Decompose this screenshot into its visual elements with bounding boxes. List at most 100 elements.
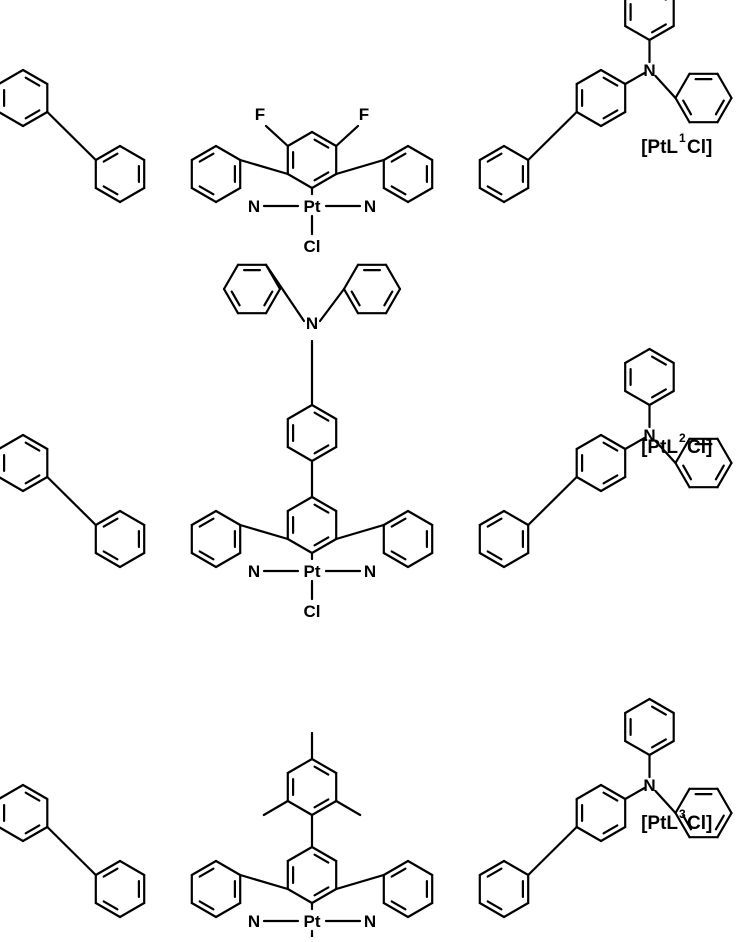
cpd2-central-ring-bond — [310, 537, 338, 555]
cpd3-right-phenyl-side-double-bond — [714, 814, 725, 831]
cpd3-mesityl-bond — [310, 799, 338, 817]
cpd1-pyridine-left-bond — [214, 144, 242, 162]
cpd2-left-phenylene-bond — [21, 475, 49, 493]
cpd1-left-pyridine-bond — [94, 144, 122, 162]
compound-label-1: [PtL 1 Cl] — [641, 131, 712, 158]
cpd2-right-phenyl-up-bond — [648, 347, 675, 365]
cpd2-top-amine-n: N — [306, 314, 318, 333]
cpd3-left-pyridine-bond — [118, 859, 146, 877]
cpd1-left-pyridine-double-bond — [102, 185, 119, 196]
cpd1-right-phenyl-up-bond — [648, 24, 675, 42]
cpd3-right-pyridine-bond — [502, 901, 530, 919]
cpd1-pyridine-right-bond — [382, 186, 410, 204]
cpd3-right-pyridine-bond — [478, 901, 506, 919]
cpd2-left-phenylene-bond — [21, 433, 49, 451]
cpd2-central-ring-bond — [286, 537, 314, 555]
cpd2-right-amine-n: N — [643, 426, 655, 445]
cpd1-right-phenyl-side-bond — [716, 72, 733, 100]
cpd2-top-phenyl-left-bond — [222, 263, 240, 291]
cpd2-pyridine-left-bond — [214, 509, 242, 527]
cpd3-right-phenyl-up-bond — [624, 739, 651, 757]
cpd1-left-pyridine-double-bond — [102, 152, 119, 163]
cpd1-right-phenyl-up-double-bond — [650, 23, 667, 34]
cpd3-central-ring-bond — [286, 887, 314, 905]
cpd3-central-ring-bond — [286, 845, 314, 863]
cpd3-left-pyridine-double-bond — [102, 867, 119, 878]
cpd3-right-pyridine-bond — [502, 859, 530, 877]
cpd2-left-pyridine-bond — [94, 551, 122, 569]
cpd3-left-phenylene-bond — [0, 783, 25, 800]
cpd3-right-phenylene-double-bond — [602, 824, 619, 835]
svg-text:[PtL: [PtL — [641, 813, 678, 834]
svg-text:3: 3 — [679, 807, 686, 821]
cpd3-right-phenylene-bond — [599, 783, 627, 801]
cpd2-left-biaryl-bond — [46, 475, 97, 527]
cpd2-left-phenylene-bond — [0, 433, 25, 450]
cpd2-right-phenyl-side-double-bond — [714, 464, 725, 481]
cpd2-top-phenyl-right-double-bond — [350, 290, 361, 307]
cpd2-left-pyridine-bond — [118, 509, 146, 527]
cpd2-right-pyridine-double-bond — [486, 517, 503, 528]
cpd2-right-pyridine-bond — [502, 509, 530, 527]
cpd1-right-phenylene-bond — [599, 68, 627, 86]
cpd3-right-phenyl-up-double-bond — [650, 705, 667, 716]
cpd2-aryl-bond — [335, 523, 385, 541]
cpd2-top-phenylene-bond — [310, 445, 338, 463]
cpd3-left-phenylene-double-bond — [24, 824, 41, 835]
cpd1-f-left: F — [255, 105, 265, 124]
cpd2-right-phenyl-side-bond — [674, 437, 691, 465]
cpd2-top-phenyl-right-bond — [384, 287, 402, 315]
cpd3-pyridine-left-bond — [214, 859, 242, 877]
cpd3-central-ring-double-bond — [313, 886, 330, 897]
cpd3-right-cn-bond — [624, 786, 646, 801]
cpd2-right-biaryl-bond — [527, 475, 578, 527]
cpd3-pyridine-right-bond — [406, 859, 434, 877]
svg-text:[PtL: [PtL — [641, 137, 678, 158]
cpd1-right-phenyl-side-bond — [716, 96, 733, 124]
cpd2-pyridine-right-double-bond — [390, 550, 407, 561]
cpd2-top-phenylene-double-bond — [313, 444, 330, 455]
cpd2-pyridine-left-double-bond — [198, 550, 215, 561]
cpd1-right-pyridine-bond — [478, 144, 506, 162]
cpd2-pyridine-left-bond — [190, 551, 218, 569]
cpd2-left-phenylene-double-bond — [24, 474, 41, 485]
cpd1-left-phenylene-double-bond — [24, 109, 41, 120]
cpd1-left-biaryl-bond — [46, 110, 97, 162]
cpd3-central-ring-bond — [310, 845, 338, 863]
cpd2-left-pyridine-double-bond — [102, 517, 119, 528]
cpd3-mesityl-bond — [286, 799, 314, 817]
cpd1-central-ring-bond — [310, 130, 338, 148]
cpd1-right-n-phenyl-bond — [654, 74, 677, 100]
cpd3-left-phenylene-bond — [21, 783, 49, 801]
cpd1-pyridine-right-double-bond — [390, 185, 407, 196]
cpd1-central-ring-bond — [286, 172, 314, 190]
cpd2-top-phenylene-bond — [310, 403, 338, 421]
cpd3-right-amine-n: N — [643, 776, 655, 795]
cpd1-central-ring-bond — [286, 130, 314, 148]
cpd2-top-phenylene-bond — [286, 445, 314, 463]
cpd2-top-phenylene-bond — [286, 403, 314, 421]
cpd1-right-pyridine-double-bond — [486, 152, 503, 163]
cpd3-right-phenyl-side-bond — [674, 787, 691, 815]
cpd2-n-right: N — [364, 562, 376, 581]
cpd2-right-pyridine-bond — [478, 509, 506, 527]
cpd1-aryl-bond — [239, 158, 289, 176]
cpd3-right-biaryl-bond — [527, 825, 578, 877]
svg-text:1: 1 — [679, 131, 686, 145]
cpd2-right-phenyl-up-double-bond — [650, 388, 667, 399]
cpd2-top-phenyl-right-bond — [384, 263, 402, 291]
cpd1-cl-atom: Cl — [304, 237, 321, 256]
cpd1-right-phenyl-side-bond — [674, 72, 691, 100]
cpd3-left-pyridine-bond — [94, 901, 122, 919]
cpd1-cf-bond — [264, 124, 289, 148]
cpd3-right-phenyl-side-bond — [716, 787, 733, 815]
cpd3-pyridine-left-double-bond — [198, 867, 215, 878]
compound-label-3: [PtL 3 Cl] — [641, 807, 712, 834]
cpd1-right-phenyl-up-bond — [624, 24, 651, 42]
cpd3-pyridine-left-bond — [214, 901, 242, 919]
cpd3-mesityl-double-bond — [313, 798, 330, 809]
cpd2-central-ring-bond — [286, 495, 314, 513]
cpd1-central-ring-double-bond — [313, 138, 330, 149]
cpd1-right-phenyl-side-bond — [674, 96, 691, 124]
